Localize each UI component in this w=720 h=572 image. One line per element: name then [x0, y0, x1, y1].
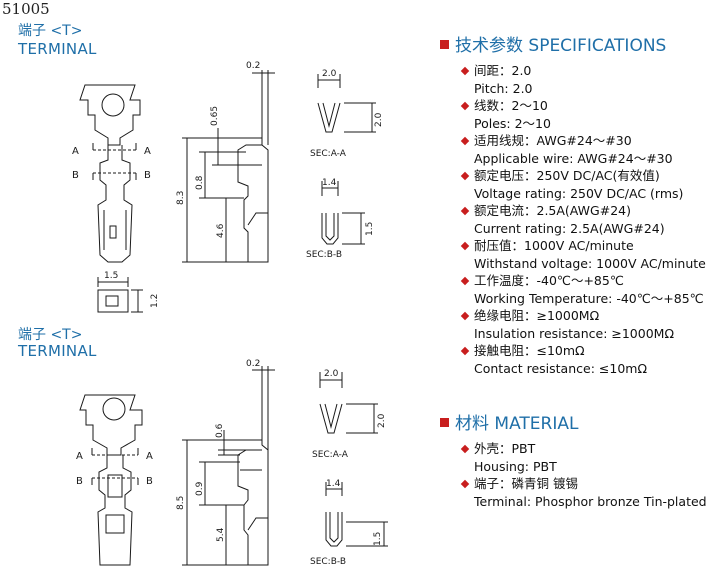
terminal-title-en-2: TERMINAL — [18, 342, 97, 360]
red-diamond-icon — [460, 66, 470, 76]
spec-row-en: Terminal: Phosphor bronze Tin-plated — [474, 493, 707, 509]
red-diamond-icon — [460, 101, 470, 111]
spec-row-cn: 额定电流：2.5A(AWG#24) — [440, 202, 720, 220]
terminal-top-view-2 — [79, 394, 143, 566]
red-square-icon — [440, 39, 449, 49]
section-mark-b-left-2: B — [76, 476, 83, 487]
sec-b-width-1: 1.4 — [322, 178, 337, 188]
spec-row-en: Contact resistance: ≤10mΩ — [474, 360, 647, 376]
spec-row-cn: 端子：磷青铜 镀锡 — [440, 475, 720, 493]
dim-4-6: 4.6 — [216, 223, 226, 238]
section-a-view-1 — [317, 74, 376, 133]
terminal-end-view-1 — [97, 277, 143, 313]
section-mark-a-right-1: A — [144, 146, 151, 157]
dim-0-6: 0.6 — [215, 423, 225, 438]
section-b-view-2 — [325, 482, 388, 547]
spec-row-en: Voltage rating: 250V DC/AC (rms) — [474, 185, 684, 201]
spec-row-en: Working Temperature: -40℃～+85℃ — [474, 290, 704, 306]
section-mark-b-left-1: B — [72, 170, 79, 181]
sec-b-label-2: SEC:B-B — [310, 557, 346, 567]
terminal-side-view-1 — [182, 70, 275, 263]
sec-a-label-2: SEC:A-A — [312, 450, 349, 460]
technical-drawing: A A B B 1.5 1.2 0.2 0.65 0.8 8.3 4.6 — [72, 61, 388, 567]
dim-8-5: 8.5 — [176, 496, 186, 510]
dim-0-8: 0.8 — [195, 175, 205, 190]
dim-0-2-a: 0.2 — [246, 61, 260, 71]
terminal-side-view-2 — [182, 366, 275, 566]
material-heading: 材料 MATERIAL — [440, 409, 720, 434]
spec-row-cn: 额定电压：250V DC/AC(有效值) — [440, 167, 720, 185]
section-mark-a-left-2: A — [76, 451, 83, 462]
sec-a-width-1: 2.0 — [322, 69, 337, 79]
section-mark-a-left-1: A — [72, 146, 79, 157]
terminal-title-cn-2: 端子 <T> — [18, 327, 83, 343]
dim-0-65: 0.65 — [210, 106, 220, 126]
sec-b-width-2: 1.4 — [326, 479, 341, 489]
red-diamond-icon — [460, 479, 470, 489]
specifications-heading: 技术参数 SPECIFICATIONS — [440, 31, 720, 56]
sec-b-height-1: 1.5 — [365, 222, 375, 236]
spec-row-cn: 绝缘电阻：≥1000MΩ — [440, 307, 720, 325]
spec-row-en: Withstand voltage: 1000V AC/minute — [474, 255, 706, 271]
section-mark-b-right-1: B — [144, 170, 151, 181]
terminal-title-cn-1: 端子 <T> — [18, 23, 83, 39]
dim-8-3: 8.3 — [176, 191, 186, 205]
red-diamond-icon — [460, 136, 470, 146]
spec-row-cn: 接触电阻：≤10mΩ — [440, 342, 720, 360]
spec-row-cn: 工作温度：-40℃～+85℃ — [440, 272, 720, 290]
dim-1-5: 1.5 — [104, 271, 118, 281]
section-mark-b-right-2: B — [146, 476, 153, 487]
spec-row-en: Poles: 2～10 — [474, 115, 551, 131]
spec-row-cn: 线数：2～10 — [440, 97, 720, 115]
spec-row-en: Insulation resistance: ≥1000MΩ — [474, 325, 674, 341]
sec-b-height-2: 1.5 — [373, 532, 383, 546]
terminal-title-en-1: TERMINAL — [18, 40, 97, 58]
red-diamond-icon — [460, 346, 470, 356]
spec-row-en: Pitch: 2.0 — [474, 80, 533, 96]
sec-a-height-1: 2.0 — [374, 112, 384, 127]
spec-row-cn: 适用线规：AWG#24～#30 — [440, 132, 720, 150]
dim-1-2: 1.2 — [150, 294, 160, 308]
sec-a-label-1: SEC:A-A — [310, 149, 347, 159]
red-square-icon — [440, 417, 449, 427]
sec-b-label-1: SEC:B-B — [306, 250, 342, 260]
red-diamond-icon — [460, 206, 470, 216]
red-diamond-icon — [460, 444, 470, 454]
spec-row-en: Applicable wire: AWG#24～#30 — [474, 150, 673, 166]
spec-row-en: Current rating: 2.5A(AWG#24) — [474, 220, 665, 236]
red-diamond-icon — [460, 276, 470, 286]
spec-row-cn: 耐压值：1000V AC/minute — [440, 237, 720, 255]
sec-a-width-2: 2.0 — [324, 369, 339, 379]
red-diamond-icon — [460, 241, 470, 251]
spec-row-en: Housing: PBT — [474, 458, 557, 474]
dim-5-4: 5.4 — [216, 527, 226, 542]
section-b-view-1 — [321, 181, 365, 245]
sec-a-height-2: 2.0 — [377, 413, 387, 428]
dim-0-9: 0.9 — [195, 481, 205, 496]
model-number: 51005 — [2, 0, 50, 18]
spec-row-cn: 外壳：PBT — [440, 440, 720, 458]
red-diamond-icon — [460, 171, 470, 181]
section-a-view-2 — [319, 372, 378, 434]
spec-row-cn: 间距：2.0 — [440, 62, 720, 80]
terminal-top-view-1 — [79, 84, 141, 263]
dim-0-2-b: 0.2 — [246, 359, 260, 369]
section-mark-a-right-2: A — [146, 451, 153, 462]
red-diamond-icon — [460, 311, 470, 321]
